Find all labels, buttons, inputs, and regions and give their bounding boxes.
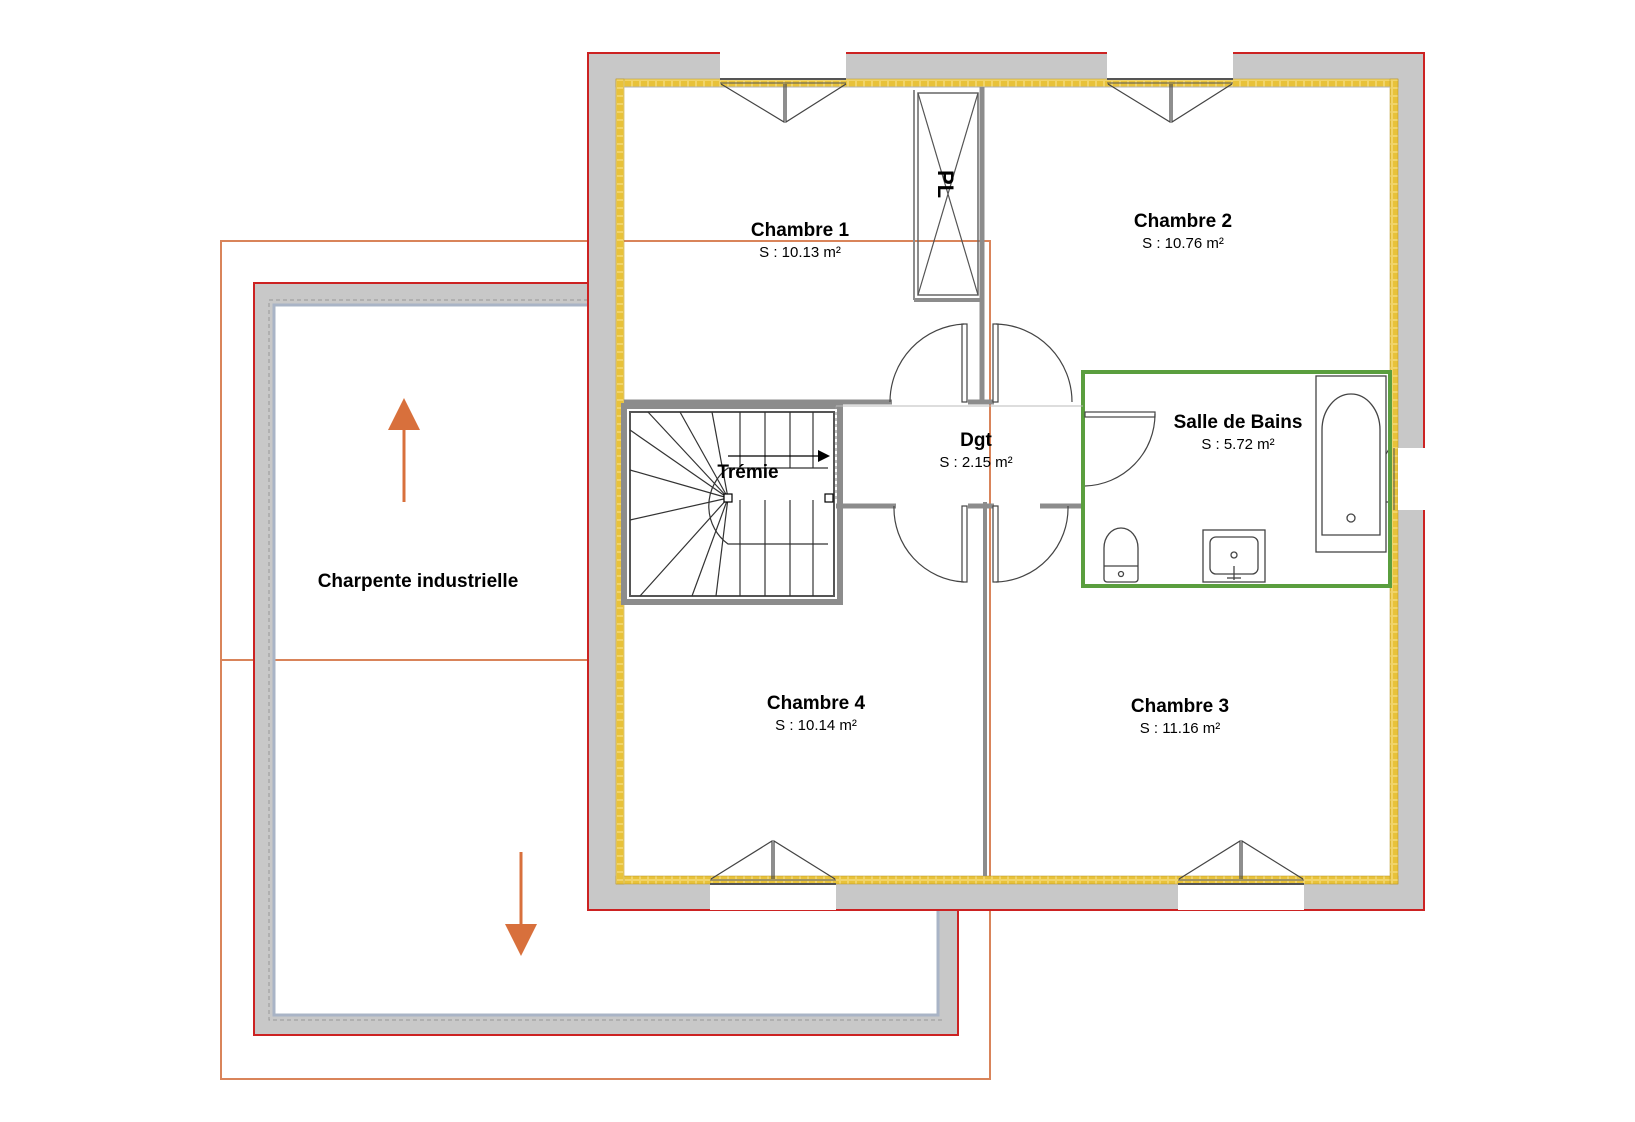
bathroom-outline: [1081, 370, 1392, 588]
washbasin: [1202, 529, 1266, 583]
room-name-chambre4: Chambre 4: [767, 693, 866, 714]
door-chambre1: [889, 323, 968, 403]
room-name-chambre2: Chambre 2: [1134, 211, 1232, 232]
charpente-label: Charpente industrielle: [318, 571, 519, 592]
room-area-chambre1: S : 10.13 m²: [759, 244, 841, 261]
room-area-sdb: S : 5.72 m²: [1201, 436, 1274, 453]
placard-label: PL: [933, 170, 958, 198]
doors: [835, 323, 1156, 583]
door-chambre2: [992, 323, 1073, 403]
interior-walls: [621, 87, 1083, 876]
windows: [710, 51, 1426, 910]
room-name-tremie: Trémie: [717, 462, 778, 483]
garage-exterior-line: [253, 282, 959, 1036]
placard: PL: [917, 92, 979, 296]
toilet: [1103, 527, 1139, 583]
bathtub: [1315, 375, 1387, 553]
room-name-chambre1: Chambre 1: [751, 220, 850, 241]
room-name-sdb: Salle de Bains: [1174, 412, 1303, 433]
room-area-chambre2: S : 10.76 m²: [1142, 235, 1224, 252]
room-area-chambre3: S : 11.16 m²: [1140, 720, 1221, 737]
room-labels: Chambre 1 S : 10.13 m² Chambre 2 S : 10.…: [717, 211, 1302, 737]
door-chambre4: [893, 505, 968, 583]
roof-arrow-down-icon: [505, 852, 537, 956]
room-name-dgt: Dgt: [960, 430, 992, 451]
garage-inner-lining: [272, 303, 940, 1017]
door-bathroom: [1084, 411, 1156, 487]
window-chambre3: [1178, 839, 1304, 910]
window-chambre4: [710, 839, 836, 910]
door-chambre3: [992, 505, 1069, 583]
room-area-dgt: S : 2.15 m²: [939, 454, 1012, 471]
window-chambre2: [1107, 51, 1233, 124]
roof-area: Charpente industrielle: [220, 240, 991, 1080]
roof-arrow-up-icon: [388, 398, 420, 502]
room-area-chambre4: S : 10.14 m²: [775, 717, 857, 734]
garage-dashed-line: [268, 299, 944, 1021]
window-chambre1: [720, 51, 847, 124]
room-name-chambre3: Chambre 3: [1131, 696, 1229, 717]
staircase: [629, 411, 835, 597]
